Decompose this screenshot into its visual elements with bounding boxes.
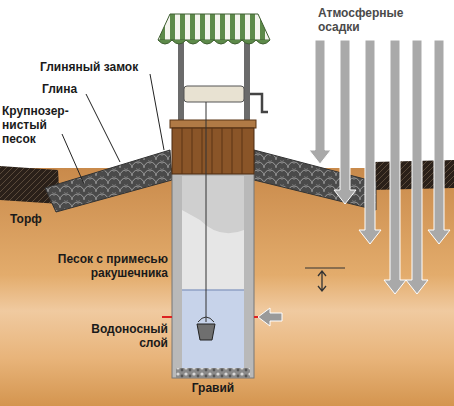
leader-line bbox=[150, 74, 164, 150]
layer-label: Торф bbox=[10, 212, 60, 226]
leader-line bbox=[86, 94, 120, 162]
water bbox=[182, 290, 244, 368]
part-label: Крупнозер- нистый песок bbox=[2, 104, 82, 146]
level-line bbox=[305, 268, 345, 269]
layer-label: Гравий bbox=[183, 381, 243, 395]
shaft-inside bbox=[182, 176, 244, 368]
shaft-wall-cut bbox=[182, 176, 244, 233]
leader-line bbox=[62, 134, 84, 184]
planks bbox=[182, 128, 242, 174]
crank-handle bbox=[250, 94, 268, 112]
water-level bbox=[182, 289, 244, 291]
precipitation-label: Атмосферные осадки bbox=[318, 6, 430, 34]
post bbox=[178, 40, 184, 128]
bucket-handle bbox=[198, 317, 214, 322]
rope bbox=[206, 102, 207, 322]
gravel bbox=[176, 368, 250, 378]
layer-label: Песок с примесью ракушечника bbox=[48, 252, 168, 280]
box-trim bbox=[170, 120, 256, 128]
part-label: Глина bbox=[42, 82, 92, 96]
well-box bbox=[172, 128, 254, 174]
windlass bbox=[184, 86, 244, 102]
post bbox=[244, 40, 250, 128]
layer-label: Водоносный слой bbox=[84, 322, 168, 350]
level-arrow bbox=[318, 271, 326, 291]
clay-lock bbox=[45, 150, 172, 212]
red-mark bbox=[162, 316, 172, 318]
clay-lock bbox=[254, 150, 376, 210]
well-shaft bbox=[172, 172, 254, 378]
rain-arrows bbox=[309, 40, 450, 294]
inflow-arrow bbox=[258, 308, 282, 326]
bucket bbox=[197, 324, 215, 340]
part-label: Глиняный замок bbox=[40, 60, 152, 74]
roof bbox=[158, 14, 270, 40]
roof-edge bbox=[158, 40, 270, 44]
